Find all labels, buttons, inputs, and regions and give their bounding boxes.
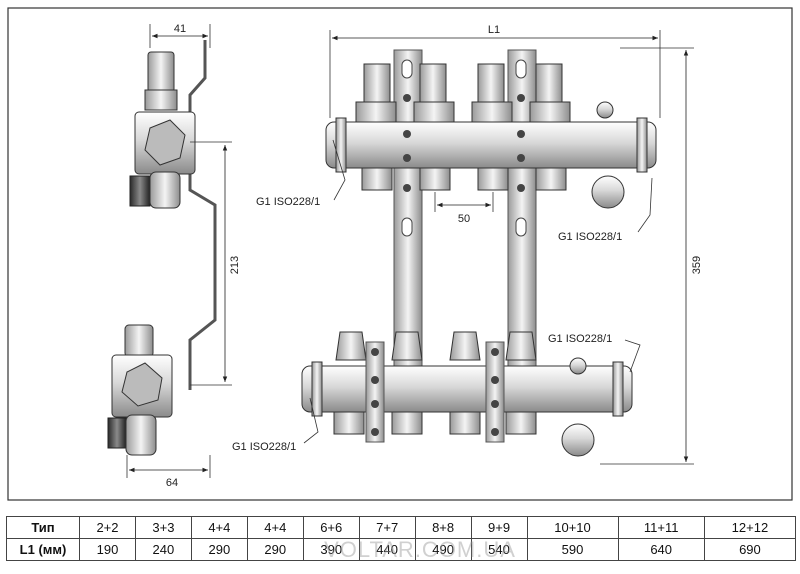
thread-label-left-bottom: G1 ISO228/1 xyxy=(232,441,296,453)
table-cell: 2+2 xyxy=(79,516,136,539)
manifold-technical-drawing: 41 213 64 xyxy=(7,7,793,501)
table-cell: 3+3 xyxy=(134,516,192,539)
table-header-type: Тип xyxy=(6,516,80,539)
drawing-frame xyxy=(7,7,793,501)
dim-vertical-center: 213 xyxy=(229,256,241,274)
front-view: L1 50 359 G1 ISO228/1 G1 ISO228/1 G1 ISO… xyxy=(232,24,703,465)
table-cell: 290 xyxy=(190,538,248,561)
thread-label-right-top: G1 ISO228/1 xyxy=(558,231,622,243)
table-cell: 10+10 xyxy=(526,516,619,539)
table-cell: 240 xyxy=(134,538,192,561)
table-cell: 4+4 xyxy=(246,516,304,539)
table-cell: 8+8 xyxy=(414,516,472,539)
dim-total-height: 359 xyxy=(691,256,703,274)
side-view: 41 213 64 xyxy=(107,23,241,489)
table-cell: 490 xyxy=(414,538,472,561)
thread-label-left-top: G1 ISO228/1 xyxy=(256,196,320,208)
table-cell: 540 xyxy=(470,538,528,561)
table-header-length: L1 (мм) xyxy=(6,538,80,561)
table-row-types: Тип 2+2 3+3 4+4 4+4 6+6 7+7 8+8 9+9 10+1… xyxy=(6,516,797,539)
table-cell: 12+12 xyxy=(703,516,797,539)
table-cell: 640 xyxy=(617,538,705,561)
table-cell: 690 xyxy=(703,538,797,561)
table-cell: 6+6 xyxy=(302,516,360,539)
table-cell: 440 xyxy=(358,538,416,561)
spec-table: Тип 2+2 3+3 4+4 4+4 6+6 7+7 8+8 9+9 10+1… xyxy=(6,516,797,561)
dim-outlet-pitch: 50 xyxy=(458,213,470,225)
table-cell: 7+7 xyxy=(358,516,416,539)
table-cell: 11+11 xyxy=(617,516,705,539)
dim-bottom-width: 64 xyxy=(166,477,178,489)
table-cell: 9+9 xyxy=(470,516,528,539)
table-cell: 390 xyxy=(302,538,360,561)
table-cell: 190 xyxy=(79,538,136,561)
table-row-lengths: L1 (мм) 190 240 290 290 390 440 490 540 … xyxy=(6,538,797,561)
dim-overall-length: L1 xyxy=(488,24,500,36)
table-cell: 590 xyxy=(526,538,619,561)
table-cell: 290 xyxy=(246,538,304,561)
table-cell: 4+4 xyxy=(190,516,248,539)
thread-label-right-bottom: G1 ISO228/1 xyxy=(548,333,612,345)
dim-top-width: 41 xyxy=(174,23,186,35)
